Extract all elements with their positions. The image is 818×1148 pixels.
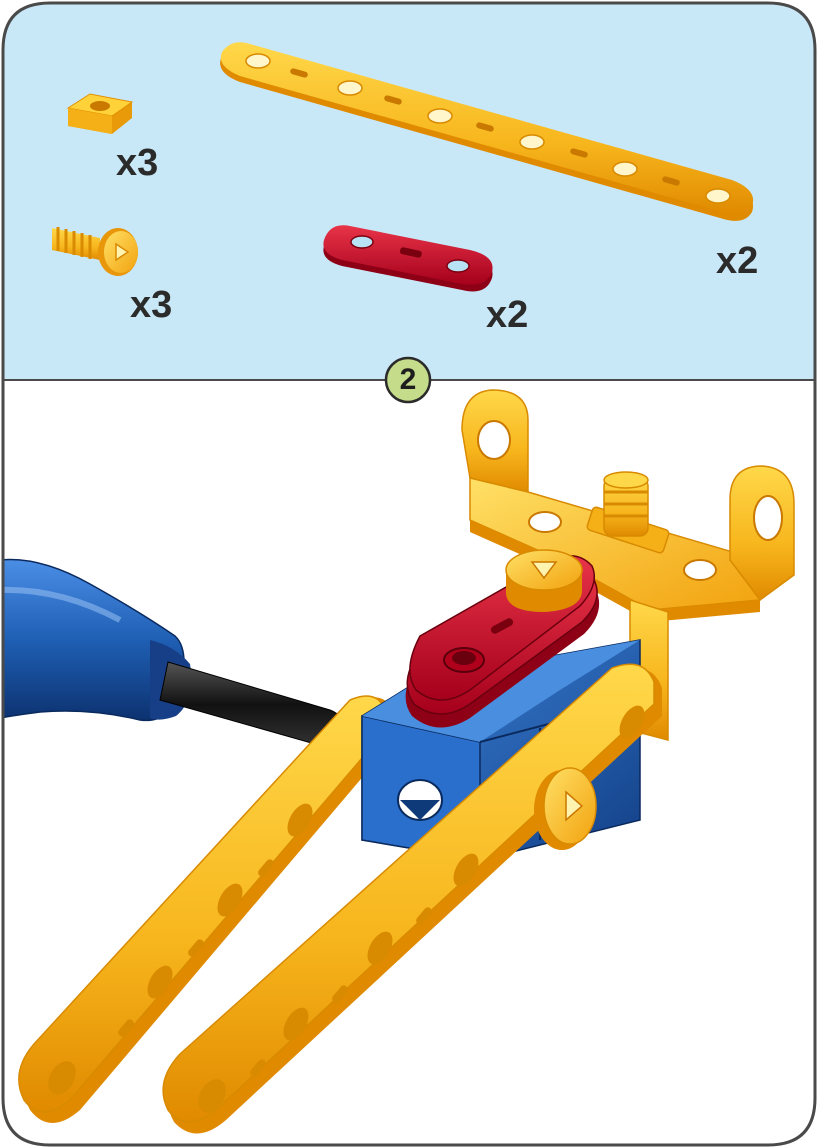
step-number: 2 [399, 363, 417, 396]
square-nut-icon [66, 93, 134, 134]
right-arm-strip [162, 663, 662, 1134]
top-screw-head [505, 549, 583, 612]
square-nut-quantity: x3 [116, 142, 159, 184]
screw-quantity: x3 [130, 284, 173, 326]
left-arm-strip [18, 695, 395, 1123]
yellow-bracket [461, 389, 795, 622]
short-red-strip-icon [323, 225, 493, 292]
short-red-strip-quantity: x2 [486, 294, 529, 336]
screwdriver-icon [3, 558, 345, 748]
step-badge-icon [384, 356, 432, 404]
screw-icon [52, 227, 138, 276]
side-screw-head [534, 767, 597, 850]
long-strip-quantity: x2 [716, 240, 759, 282]
long-strip-icon [220, 42, 754, 221]
